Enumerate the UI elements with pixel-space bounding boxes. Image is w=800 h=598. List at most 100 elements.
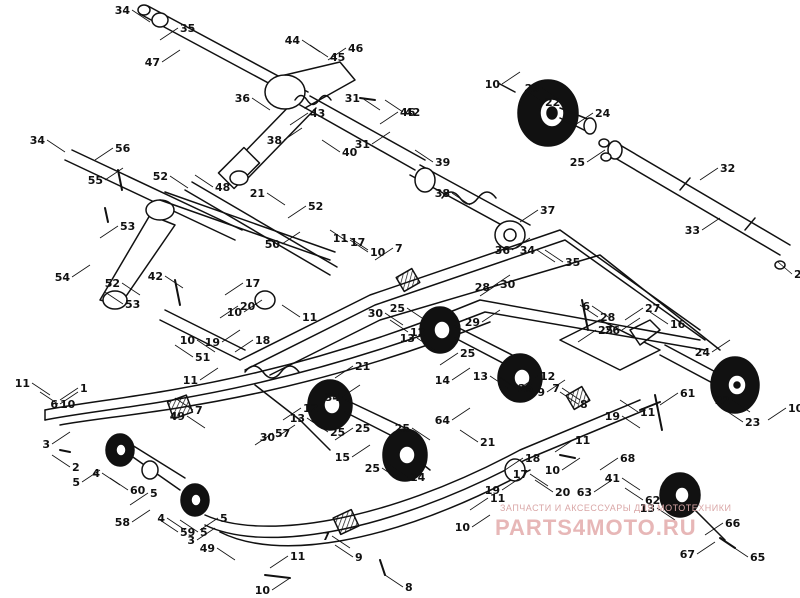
callout-number: 11 [290, 550, 305, 563]
callout-leader [701, 217, 721, 231]
callout-number: 41 [605, 472, 620, 485]
callout-leader [724, 409, 744, 423]
callout-number: 10 [255, 584, 271, 597]
callout-leader [659, 392, 679, 406]
callout-number: 25 [794, 268, 800, 281]
callout-leader [371, 131, 391, 145]
rear-shock-tube [600, 140, 791, 270]
callout-number: 11 [183, 374, 198, 387]
callout-number: 47 [145, 56, 160, 69]
callout-number: 53 [120, 220, 135, 233]
callout-leader [129, 492, 149, 506]
callout-number: 52 [308, 200, 323, 213]
watermark-tagline: ЗАПЧАСТИ И АКСЕССУАРЫ ДЛЯ МОТОТЕХНИКИ [500, 503, 731, 513]
callout-number: 50 [265, 238, 281, 251]
callout-leader [599, 457, 619, 471]
callout-number: 23 [525, 82, 540, 95]
callout-leader [281, 304, 301, 318]
callout-leader [224, 282, 244, 296]
callout-leader [94, 147, 114, 161]
callout-number: 25 [460, 347, 475, 360]
callout-leader [254, 432, 274, 446]
callout-number: 11 [640, 406, 655, 419]
callout-leader [334, 365, 354, 379]
callout-leader [384, 312, 404, 326]
callout-number: 56 [115, 142, 131, 155]
callout-number: 24 [595, 107, 611, 120]
callout-leader [649, 311, 669, 325]
callout-leader [276, 424, 296, 438]
callout-number: 68 [620, 452, 635, 465]
callout-leader [704, 522, 724, 536]
callout-number: 15 [335, 451, 350, 464]
callout-number: 52 [153, 170, 168, 183]
callout-number: 45 [330, 51, 345, 64]
callout-leader [541, 87, 561, 101]
callout-leader [71, 264, 91, 278]
front-arm-pivot [264, 61, 426, 171]
callout-number: 34 [30, 134, 46, 147]
callout-leader [577, 329, 597, 343]
callout-leader [619, 399, 639, 413]
callout-leader [524, 89, 544, 103]
callout-number: 34 [325, 391, 341, 404]
callout-leader [164, 275, 184, 289]
callout-number: 3 [187, 534, 195, 547]
callout-number: 12 [303, 402, 318, 415]
callout-leader [51, 431, 71, 445]
callout-leader [349, 237, 369, 251]
callout-number: 43 [310, 107, 325, 120]
callout-number: 1 [80, 382, 88, 395]
callout-number: 51 [195, 351, 210, 364]
callout-leader [544, 249, 564, 263]
callout-number: 6 [582, 300, 590, 313]
callout-number: 10 [180, 334, 196, 347]
callout-number: 31 [345, 92, 360, 105]
callout-leader [561, 387, 581, 401]
callout-leader [469, 497, 489, 511]
callout-leader [559, 391, 579, 405]
callout-leader [104, 167, 124, 181]
callout-number: 13 [640, 502, 655, 515]
callout-leader [51, 454, 71, 468]
callout-number: 27 [645, 302, 660, 315]
callout-leader [186, 415, 206, 429]
callout-leader [341, 384, 361, 398]
upper-slide-rail [239, 229, 721, 411]
callout-leader [99, 225, 119, 239]
callout-leader [729, 544, 749, 558]
callout-leader [711, 339, 731, 353]
callout-leader [451, 192, 471, 206]
callout-leader [46, 139, 66, 153]
callout-number: 33 [685, 224, 700, 237]
callout-leader [329, 229, 349, 243]
callout-leader [534, 479, 554, 493]
callout-leader [497, 375, 517, 389]
callout-leader [459, 429, 479, 443]
callout-number: 25 [570, 156, 585, 169]
callout-leader [451, 367, 471, 381]
callout-leader [504, 457, 524, 471]
callout-number: 28 [475, 281, 490, 294]
callout-leader [104, 291, 124, 305]
callout-leader [411, 427, 431, 441]
callout-leader [283, 127, 303, 141]
callout-number: 4 [92, 467, 100, 480]
callout-leader [166, 517, 186, 531]
callout-leader [586, 149, 606, 163]
callout-number: 39 [435, 156, 450, 169]
callout-number: 17 [245, 277, 260, 290]
callout-number: 13 [290, 412, 305, 425]
callout-leader [216, 547, 236, 561]
callout-leader [777, 261, 793, 275]
callout-leader [131, 509, 151, 523]
callout-leader [389, 319, 409, 333]
callout-number: 3 [42, 438, 50, 451]
callout-number: 25 [598, 324, 613, 337]
callout-number: 32 [720, 162, 735, 175]
callout-leader [519, 375, 539, 389]
callout-number: 10 [370, 246, 386, 259]
callout-leader [414, 149, 434, 163]
callout-number: 25 [330, 426, 345, 439]
callout-leader [511, 237, 531, 251]
